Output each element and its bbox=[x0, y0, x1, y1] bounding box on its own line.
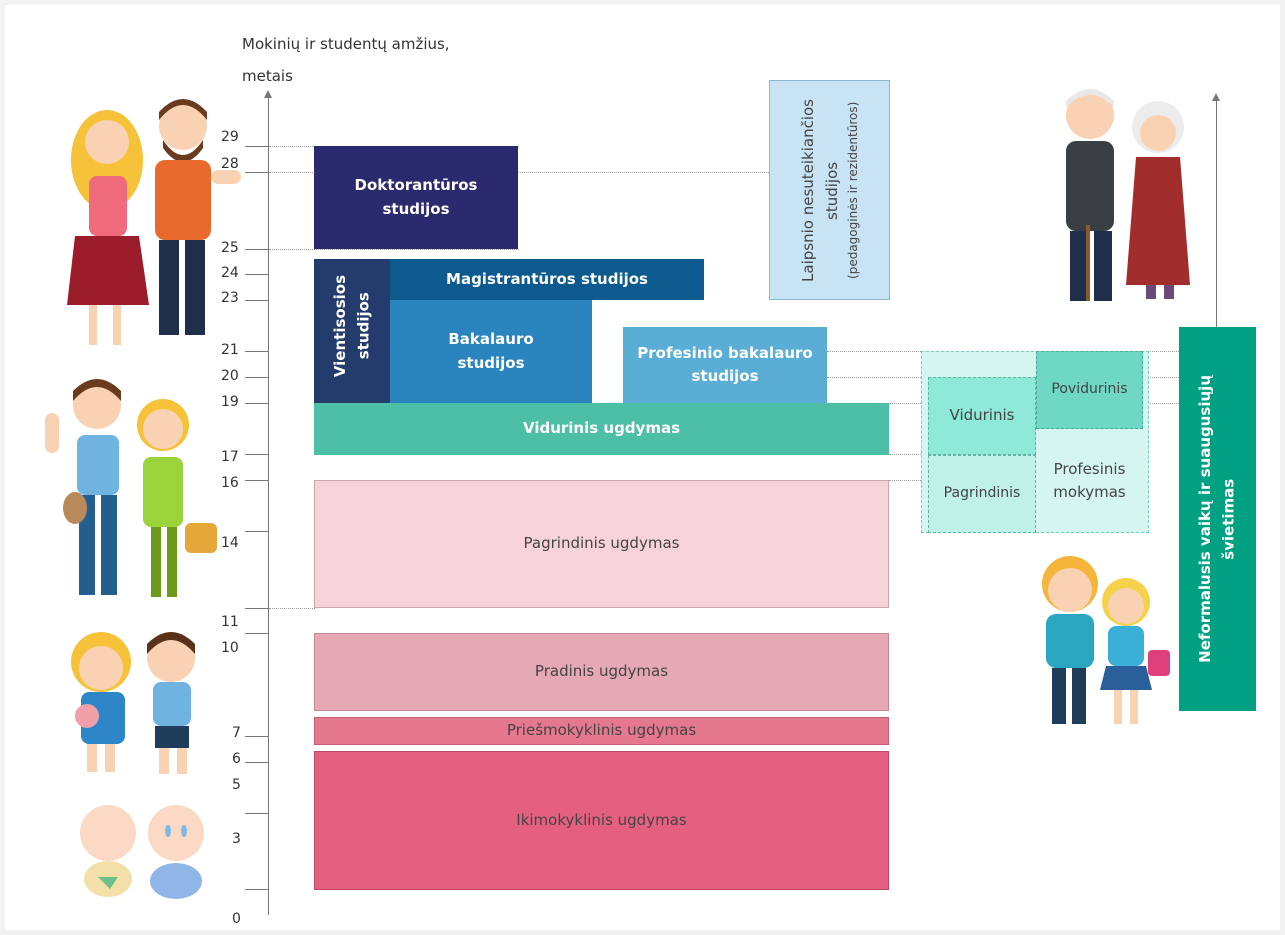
vidurinis-ugdymas-block: Vidurinis ugdymas bbox=[314, 403, 889, 455]
voc-pagrindinis-block: Pagrindinis bbox=[928, 455, 1036, 533]
education-system-diagram: Mokinių ir studentų amžius, metais 29 28… bbox=[5, 5, 1280, 930]
age-axis-arrow bbox=[264, 90, 272, 98]
axis-title-line1: Mokinių ir studentų amžius, bbox=[242, 35, 450, 53]
magistrantura-block: Magistrantūros studijos bbox=[390, 259, 704, 300]
voc-povidurinis-block: Povidurinis bbox=[1036, 351, 1143, 429]
voc-vidurinis-block: Vidurinis bbox=[928, 377, 1036, 455]
age-axis bbox=[268, 97, 269, 915]
couple-adults-icon bbox=[67, 99, 241, 345]
right-axis-arrow bbox=[1212, 93, 1220, 101]
schoolchildren-icon bbox=[1042, 556, 1170, 724]
elderly-couple-icon bbox=[1066, 89, 1190, 301]
axis-title-line2: metais bbox=[242, 67, 293, 85]
couple-teens-icon bbox=[45, 379, 217, 597]
babies-icon bbox=[80, 805, 204, 899]
laipsnio-block: Laipsnio nesuteikiančios studijos (pedag… bbox=[769, 80, 890, 300]
pagrindinis-ugdymas-block: Pagrindinis ugdymas bbox=[314, 480, 889, 608]
children-icon bbox=[71, 632, 195, 774]
pradinis-ugdymas-block: Pradinis ugdymas bbox=[314, 633, 889, 711]
priesmokyklinis-ugdymas-block: Priešmokyklinis ugdymas bbox=[314, 717, 889, 745]
right-axis bbox=[1216, 100, 1217, 330]
ikimokyklinis-ugdymas-block: Ikimokyklinis ugdymas bbox=[314, 751, 889, 890]
axis-title: Mokinių ir studentų amžius, metais bbox=[242, 35, 450, 85]
